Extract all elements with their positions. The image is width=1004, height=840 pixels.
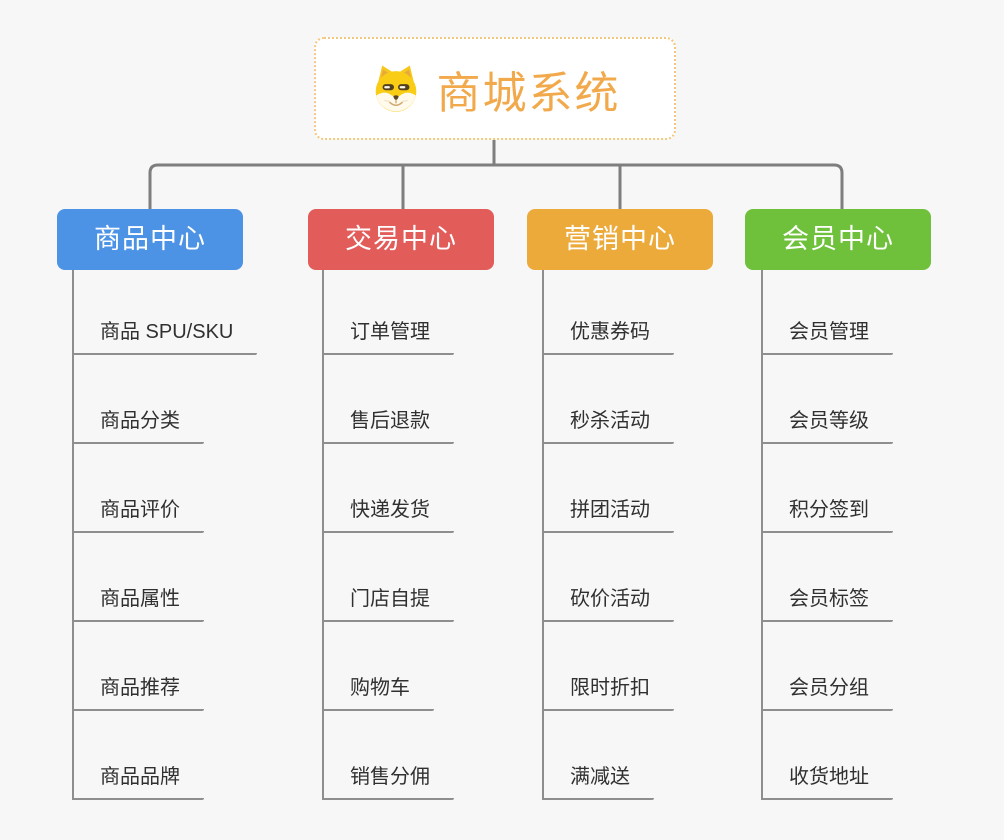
branch-node-marketing-center[interactable]: 营销中心 bbox=[527, 209, 713, 270]
shiba-dog-icon bbox=[375, 64, 416, 112]
leaf-node[interactable]: 满减送 bbox=[544, 765, 654, 800]
leaf-node[interactable]: 会员分组 bbox=[763, 676, 893, 711]
leaf-node[interactable]: 优惠券码 bbox=[544, 320, 674, 355]
branch-leaves-product-center: 商品 SPU/SKU 商品分类 商品评价 商品属性 商品推荐 商品品牌 bbox=[72, 270, 302, 800]
leaf-node[interactable]: 会员管理 bbox=[763, 320, 893, 355]
leaf-node[interactable]: 商品分类 bbox=[74, 409, 204, 444]
leaf-node[interactable]: 拼团活动 bbox=[544, 498, 674, 533]
root-title: 商城系统 bbox=[436, 68, 621, 118]
branch-node-member-center[interactable]: 会员中心 bbox=[745, 209, 931, 270]
leaf-node[interactable]: 订单管理 bbox=[324, 320, 454, 355]
leaf-node[interactable]: 商品 SPU/SKU bbox=[74, 320, 258, 355]
branch-leaves-marketing-center: 优惠券码 秒杀活动 拼团活动 砍价活动 限时折扣 满减送 bbox=[542, 270, 772, 800]
branch-leaves-trade-center: 订单管理 售后退款 快递发货 门店自提 购物车 销售分佣 bbox=[322, 270, 552, 800]
leaf-node[interactable]: 收货地址 bbox=[763, 765, 893, 800]
leaf-node[interactable]: 砍价活动 bbox=[544, 587, 674, 622]
leaf-node[interactable]: 商品推荐 bbox=[74, 676, 204, 711]
leaf-node[interactable]: 秒杀活动 bbox=[544, 409, 674, 444]
branch-leaves-member-center: 会员管理 会员等级 积分签到 会员标签 会员分组 收货地址 bbox=[761, 270, 991, 800]
leaf-node[interactable]: 快递发货 bbox=[324, 498, 454, 533]
leaf-node[interactable]: 限时折扣 bbox=[544, 676, 674, 711]
root-node[interactable]: 商城系统 bbox=[314, 37, 676, 140]
leaf-node[interactable]: 商品品牌 bbox=[74, 765, 204, 800]
leaf-node[interactable]: 售后退款 bbox=[324, 409, 454, 444]
leaf-node[interactable]: 商品属性 bbox=[74, 587, 204, 622]
leaf-node[interactable]: 积分签到 bbox=[763, 498, 893, 533]
leaf-node[interactable]: 会员标签 bbox=[763, 587, 893, 622]
branch-rail-line bbox=[148, 163, 844, 209]
leaf-node[interactable]: 会员等级 bbox=[763, 409, 893, 444]
leaf-node[interactable]: 商品评价 bbox=[74, 498, 204, 533]
leaf-node[interactable]: 销售分佣 bbox=[324, 765, 454, 800]
leaf-node[interactable]: 门店自提 bbox=[324, 587, 454, 622]
branch-node-product-center[interactable]: 商品中心 bbox=[57, 209, 243, 270]
branch-node-trade-center[interactable]: 交易中心 bbox=[308, 209, 494, 270]
leaf-node[interactable]: 购物车 bbox=[324, 676, 434, 711]
